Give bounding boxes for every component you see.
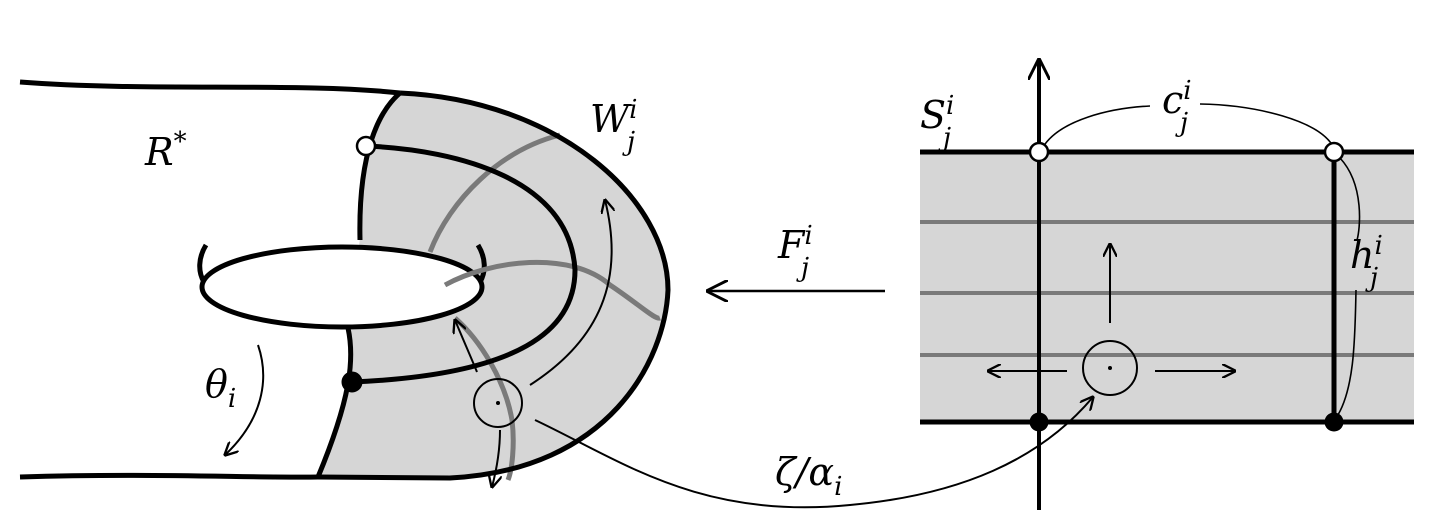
strip-corner-open-left [1028,141,1050,163]
curve-h [1335,157,1361,419]
flow-arrow-inner [455,320,478,373]
strip-corner-filled-left [1029,412,1049,432]
foliation-curve-lower [453,316,516,481]
torus-hole [199,244,485,330]
flow-arrow-outer [529,200,612,386]
fixed-point-circle-left [473,378,523,428]
annulus-outer-boundary [317,90,671,481]
label-quotient: ζ/αi [775,450,842,502]
foliation-curve-upper [427,132,561,253]
right-strip [920,60,1414,510]
fixed-point-dot-right [1108,366,1112,370]
region-top-boundary [19,79,401,96]
fixed-point-circle-right [1082,340,1138,396]
label-region: R* [144,127,187,174]
flow-arrow-down [492,429,500,487]
foliation-curve-middle [443,259,661,321]
core-endpoint-open [355,135,377,157]
fixed-point-dot-left [496,401,500,405]
annulus-shaded-region [318,93,668,478]
strip-shaded-region [920,152,1414,422]
hole-rim-left [197,243,209,284]
label-angle: θi [205,362,236,414]
strip-corner-filled-right [1324,412,1344,432]
quotient-map-arrow [534,397,1093,509]
curve-c [1042,103,1335,149]
region-bottom-boundary [19,472,319,480]
left-surface [19,79,671,487]
strip-corner-open-right [1323,141,1345,163]
hole-rim-right [475,243,487,284]
theta-arrow [225,344,265,455]
core-curve [351,143,578,385]
core-endpoint-filled [341,371,363,393]
